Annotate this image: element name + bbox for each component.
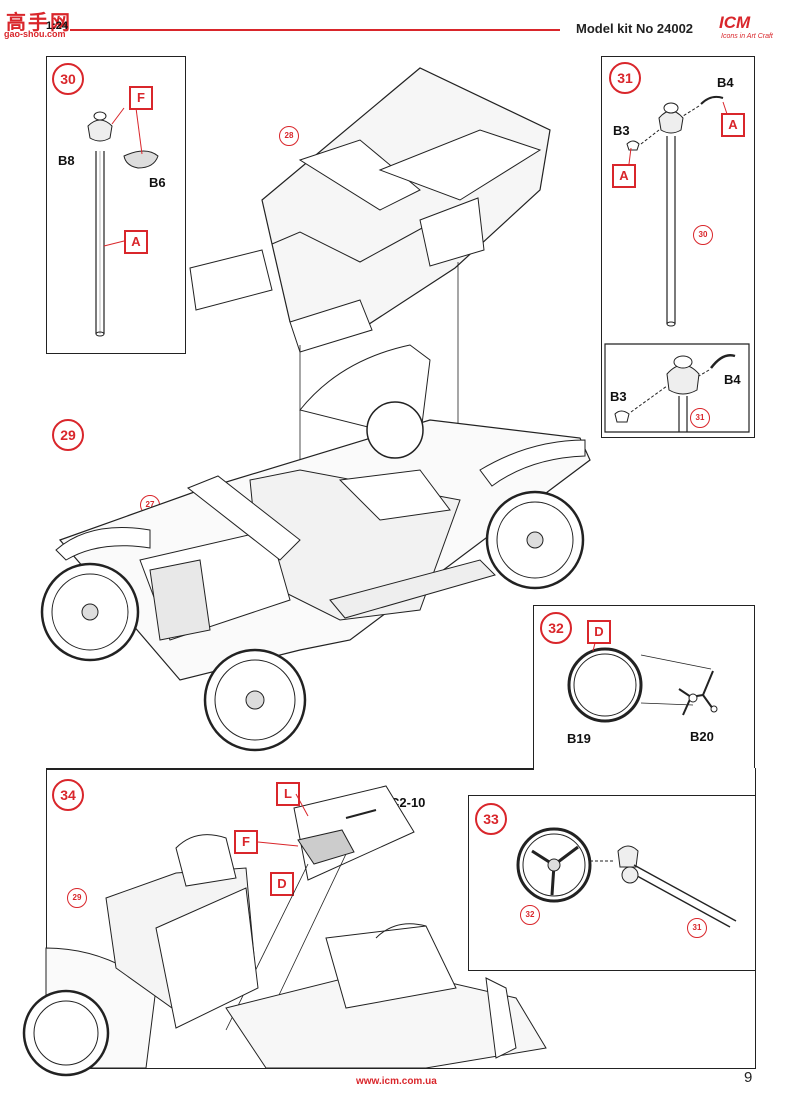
ref-circle-30: 30 bbox=[693, 225, 713, 245]
step-31-diagram bbox=[601, 56, 755, 438]
step-30-diagram bbox=[46, 56, 186, 354]
header-rule bbox=[70, 29, 560, 31]
part-label-b4-detail: B4 bbox=[724, 372, 741, 387]
site-watermark-logo: 高手网 gao-shou.com 1:24 bbox=[0, 0, 80, 42]
ref-circle-31: 31 bbox=[690, 408, 710, 428]
step-34-diagram bbox=[46, 768, 756, 1070]
step-33-badge: 33 bbox=[475, 803, 507, 835]
watermark-chinese-text: 高手网 bbox=[6, 12, 72, 34]
car-body-diagram bbox=[0, 0, 800, 800]
model-kit-title: Model kit No 24002 bbox=[576, 21, 694, 36]
part-label-b6: B6 bbox=[149, 175, 166, 190]
part-tag-d-panel: D bbox=[270, 872, 294, 896]
part-label-b20: B20 bbox=[690, 729, 714, 744]
steering-column-diagram bbox=[468, 795, 756, 971]
icm-logo: ICM Icons in Art Craft bbox=[719, 13, 773, 40]
part-label-b8: B8 bbox=[58, 153, 75, 168]
footer-url: www.icm.com.ua bbox=[356, 1076, 437, 1087]
step-32-badge: 32 bbox=[540, 612, 572, 644]
ref-circle-32: 32 bbox=[520, 905, 540, 925]
step-30-panel bbox=[46, 56, 186, 354]
part-label-b3-detail: B3 bbox=[610, 389, 627, 404]
step-30-badge: 30 bbox=[52, 63, 84, 95]
step-29-badge: 29 bbox=[52, 419, 84, 451]
ref-circle-29: 29 bbox=[67, 888, 87, 908]
part-tag-a-left: A bbox=[612, 164, 636, 188]
part-tag-a-right: A bbox=[721, 113, 745, 137]
steering-wheel-rim-diagram bbox=[533, 605, 755, 783]
part-tag-f-decal: F bbox=[234, 830, 258, 854]
part-label-b4: B4 bbox=[717, 75, 734, 90]
step-34-top-border bbox=[46, 768, 534, 770]
part-tag-a: A bbox=[124, 230, 148, 254]
step-33-panel bbox=[468, 795, 756, 971]
ref-circle-28: 28 bbox=[279, 126, 299, 146]
step-31-badge: 31 bbox=[609, 62, 641, 94]
part-label-b3: B3 bbox=[613, 123, 630, 138]
part-label-b19: B19 bbox=[567, 731, 591, 746]
ref-circle-31-column: 31 bbox=[687, 918, 707, 938]
page-number: 9 bbox=[744, 1069, 753, 1086]
scale-label: 1:24 bbox=[46, 20, 69, 32]
part-tag-d: D bbox=[587, 620, 611, 644]
step-34-badge: 34 bbox=[52, 779, 84, 811]
part-tag-f: F bbox=[129, 86, 153, 110]
watermark-url: gao-shou.com bbox=[4, 29, 66, 39]
